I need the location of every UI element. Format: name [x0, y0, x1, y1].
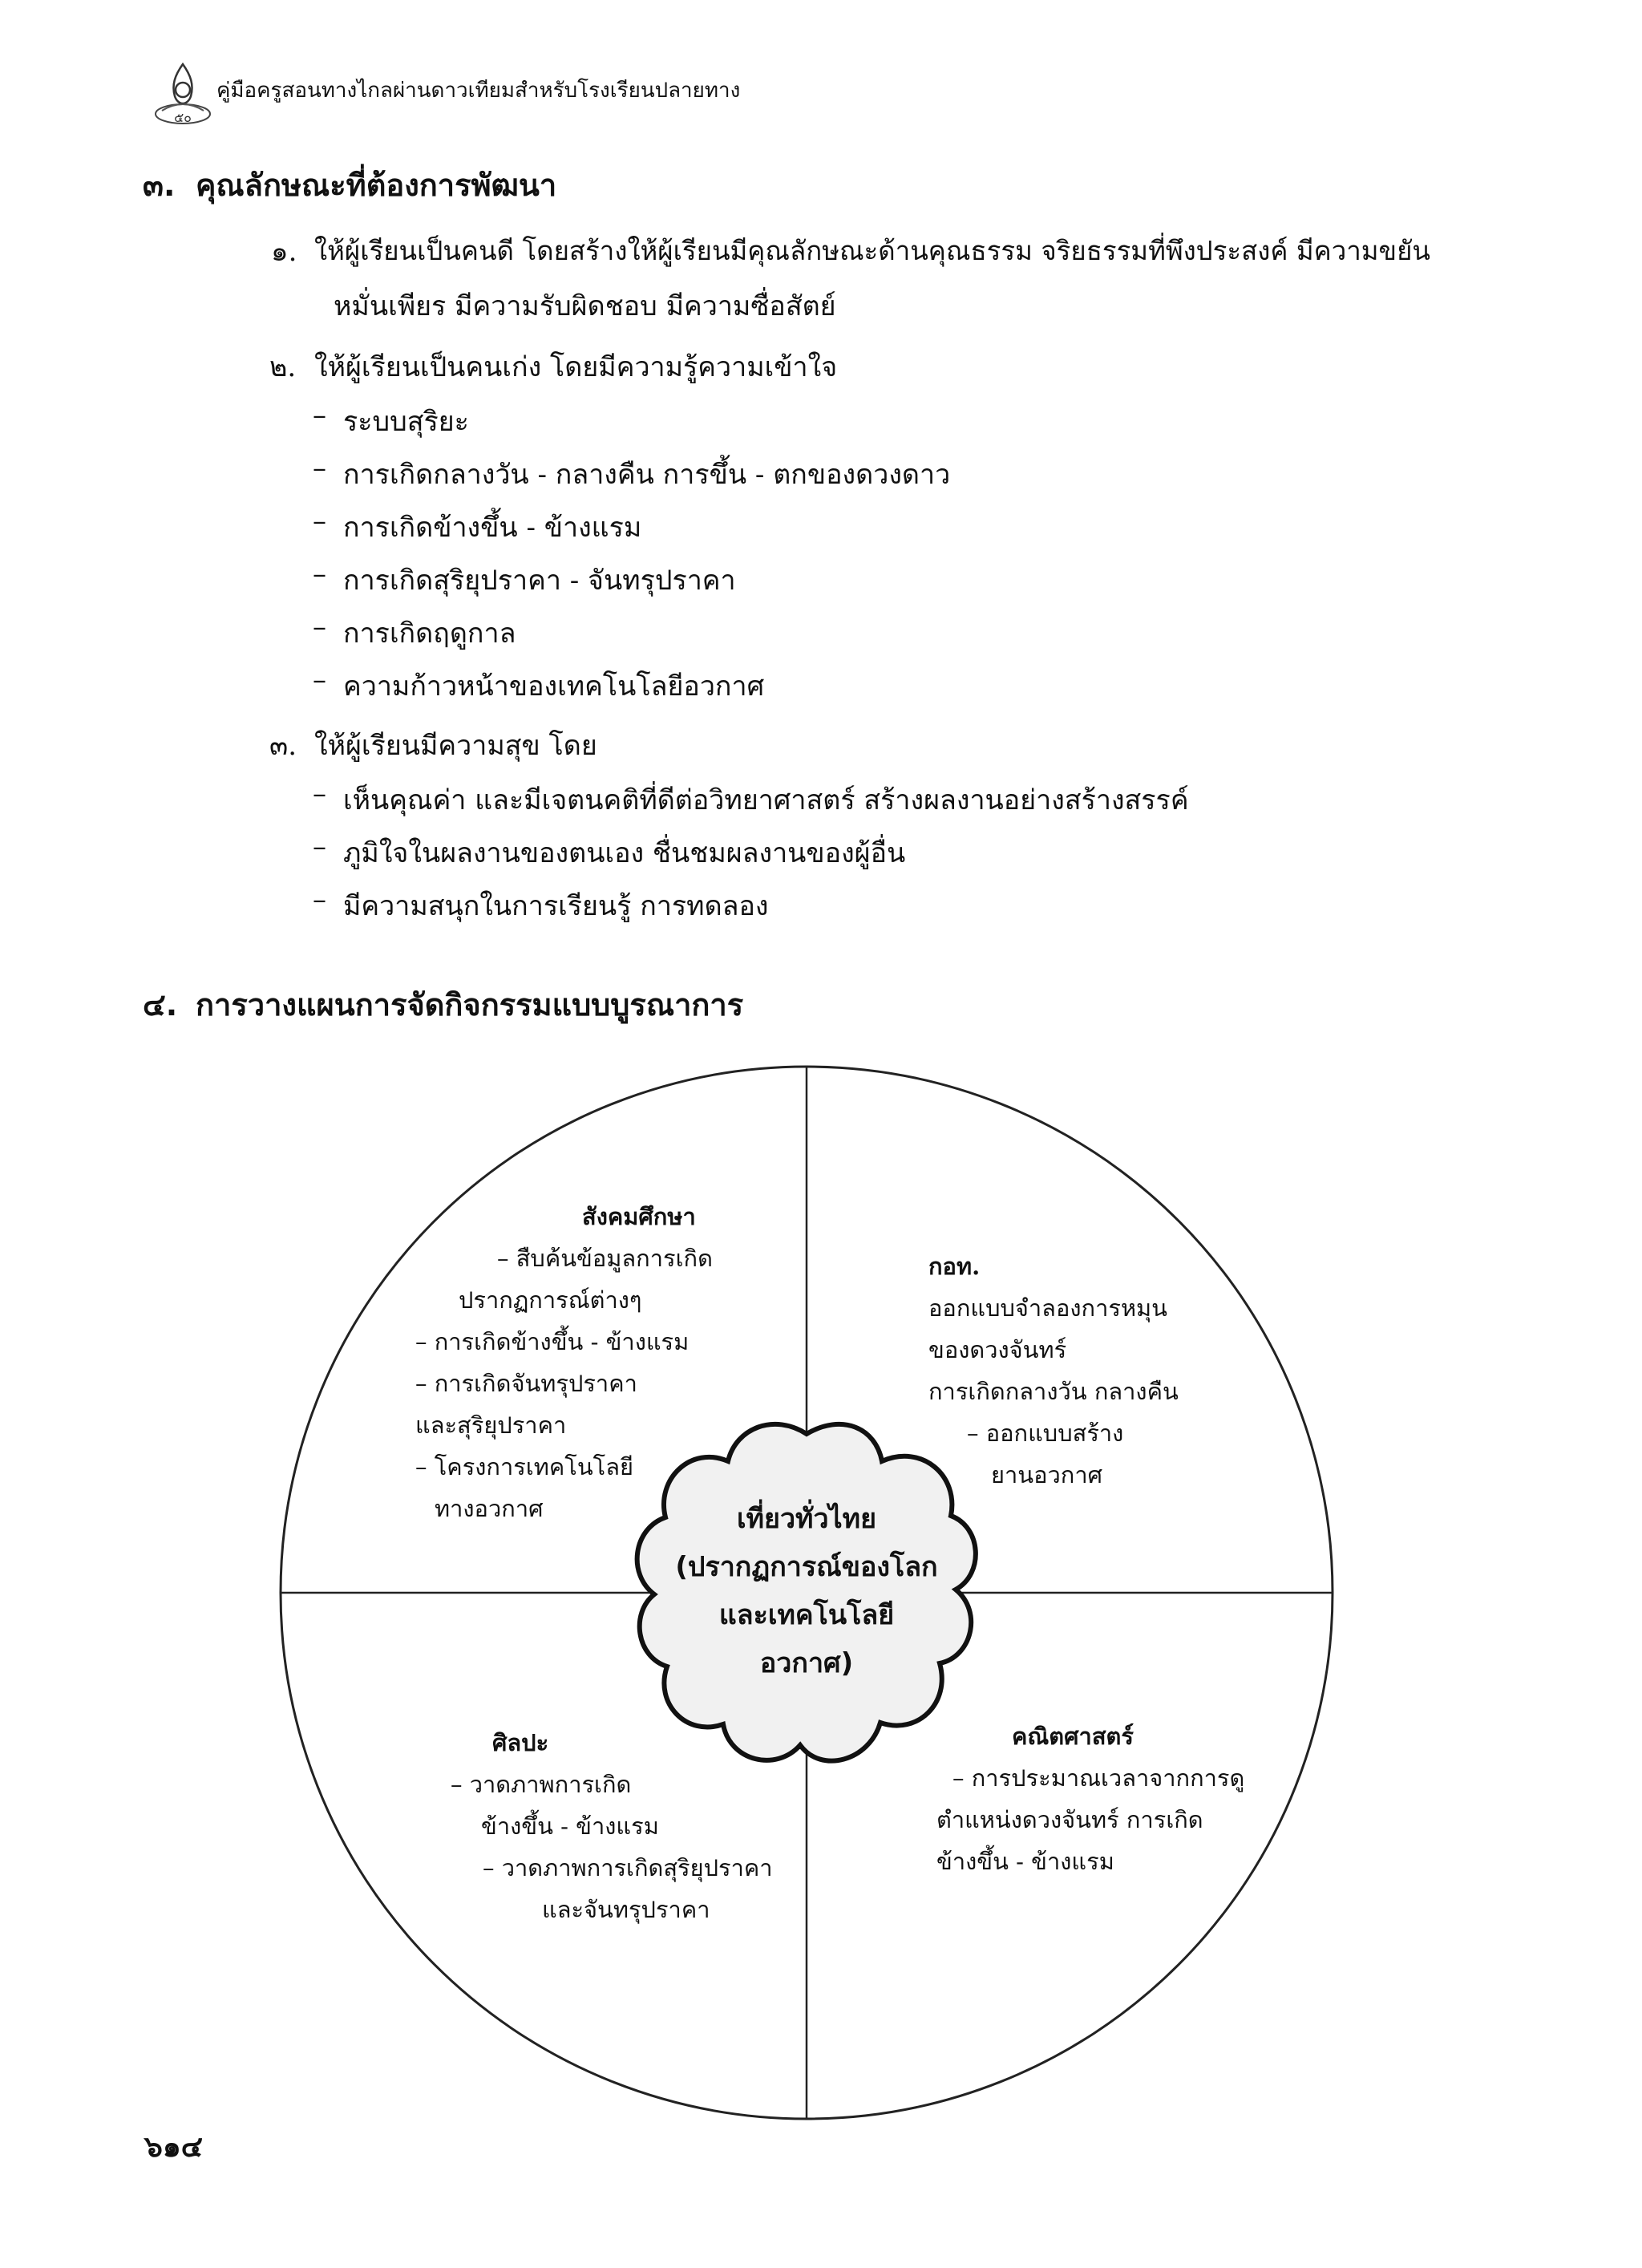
item-2-number: ๒. — [269, 351, 297, 383]
math-line-2: ตำแหน่งดวงจันทร์ การเกิด — [936, 1806, 1203, 1833]
item-1-line-2: หมั่นเพียร มีความรับผิดชอบ มีความซื่อสัต… — [334, 290, 836, 322]
bullet-dash: – — [313, 611, 326, 643]
bullet-dash: – — [313, 664, 326, 696]
center-title-line-4: อวกาศ) — [759, 1647, 854, 1679]
center-cloud-shape — [634, 1421, 978, 1764]
social-line-4: – การเกิดจันทรุปราคา — [415, 1370, 637, 1397]
center-title-line-3: และเทคโนโลยี — [718, 1599, 895, 1631]
bullet-dash: – — [313, 505, 326, 537]
section-4-number: ๔. — [143, 987, 178, 1023]
bullet-dash: – — [313, 884, 326, 916]
social-line-3: – การเกิดข้างขึ้น - ข้างแรม — [415, 1328, 690, 1355]
math-line-3: ข้างขึ้น - ข้างแรม — [936, 1848, 1114, 1875]
tech-line-3: การเกิดกลางวัน กลางคืน — [928, 1378, 1179, 1405]
art-line-3: – วาดภาพการเกิดสุริยุปราคา — [483, 1854, 773, 1881]
math-line-1: – การประมาณเวลาจากการดู — [952, 1764, 1245, 1792]
bullet-dash: – — [313, 778, 326, 810]
social-line-2: ปรากฏการณ์ต่างๆ — [459, 1286, 642, 1314]
bullet-dash: – — [313, 399, 326, 431]
bullet-eclipses: การเกิดสุริยุปราคา - จันทรุปราคา — [343, 565, 736, 597]
bullet-seasons: การเกิดฤดูกาล — [343, 618, 516, 650]
item-1-number: ๑. — [271, 236, 297, 268]
center-title-line-1: เที่ยวทั่วไทย — [737, 1503, 876, 1535]
art-line-1: – วาดภาพการเกิด — [451, 1771, 632, 1798]
header-title: คู่มือครูสอนทางไกลผ่านดาวเทียมสำหรับโรงเ… — [216, 79, 741, 103]
page-number: ๖๑๔ — [144, 2130, 203, 2164]
section-3-number: ๓. — [143, 168, 176, 203]
social-line-7: ทางอวกาศ — [435, 1495, 544, 1522]
bullet-dash: – — [313, 452, 326, 484]
bullet-moon-phases: การเกิดข้างขึ้น - ข้างแรม — [343, 512, 642, 544]
art-line-2: ข้างขึ้น - ข้างแรม — [481, 1812, 659, 1840]
technology-title: กอท. — [928, 1253, 981, 1280]
tech-line-5: ยานอวกาศ — [991, 1461, 1103, 1488]
section-3-title: คุณลักษณะที่ต้องการพัฒนา — [196, 168, 557, 203]
social-studies-title: สังคมศึกษา — [582, 1203, 696, 1230]
bullet-enjoy-learning: มีความสนุกในการเรียนรู้ การทดลอง — [343, 890, 769, 922]
bullet-dash: – — [313, 558, 326, 590]
math-title: คณิตศาสตร์ — [1012, 1723, 1134, 1750]
bullet-pride-work: ภูมิใจในผลงานของตนเอง ชื่นชมผลงานของผู้อ… — [343, 837, 906, 869]
bullet-day-night: การเกิดกลางวัน - กลางคืน การขึ้น - ตกของ… — [343, 459, 951, 491]
tech-line-2: ของดวงจันทร์ — [928, 1336, 1067, 1363]
tech-line-1: ออกแบบจำลองการหมุน — [928, 1294, 1168, 1322]
bullet-space-tech: ความก้าวหน้าของเทคโนโลยีอวกาศ — [343, 670, 765, 703]
svg-text:๕๐: ๕๐ — [174, 110, 192, 125]
item-3-number: ๓. — [269, 730, 297, 762]
bullet-value-science: เห็นคุณค่า และมีเจตนคติที่ดีต่อวิทยาศาสต… — [343, 784, 1189, 816]
social-line-5: และสุริยุปราคา — [415, 1411, 567, 1439]
social-line-6: – โครงการเทคโนโลยี — [415, 1453, 634, 1480]
item-1-line-1: ให้ผู้เรียนเป็นคนดี โดยสร้างให้ผู้เรียนม… — [314, 235, 1430, 266]
item-3-line-1: ให้ผู้เรียนมีความสุข โดย — [314, 730, 597, 762]
art-line-4: และจันทรุปราคา — [542, 1896, 710, 1923]
emblem-logo: ๕๐ — [155, 62, 211, 125]
social-line-1: – สืบค้นข้อมูลการเกิด — [497, 1245, 713, 1272]
art-title: ศิลปะ — [492, 1729, 549, 1756]
item-2-line-1: ให้ผู้เรียนเป็นคนเก่ง โดยมีความรู้ความเข… — [314, 351, 838, 383]
section-4-title: การวางแผนการจัดกิจกรรมแบบบูรณาการ — [196, 987, 744, 1023]
center-title-line-2: (ปรากฏการณ์ของโลก — [675, 1551, 938, 1583]
bullet-solar-system: ระบบสุริยะ — [343, 406, 469, 438]
tech-line-4: – ออกแบบสร้าง — [967, 1420, 1124, 1447]
bullet-dash: – — [313, 831, 326, 863]
